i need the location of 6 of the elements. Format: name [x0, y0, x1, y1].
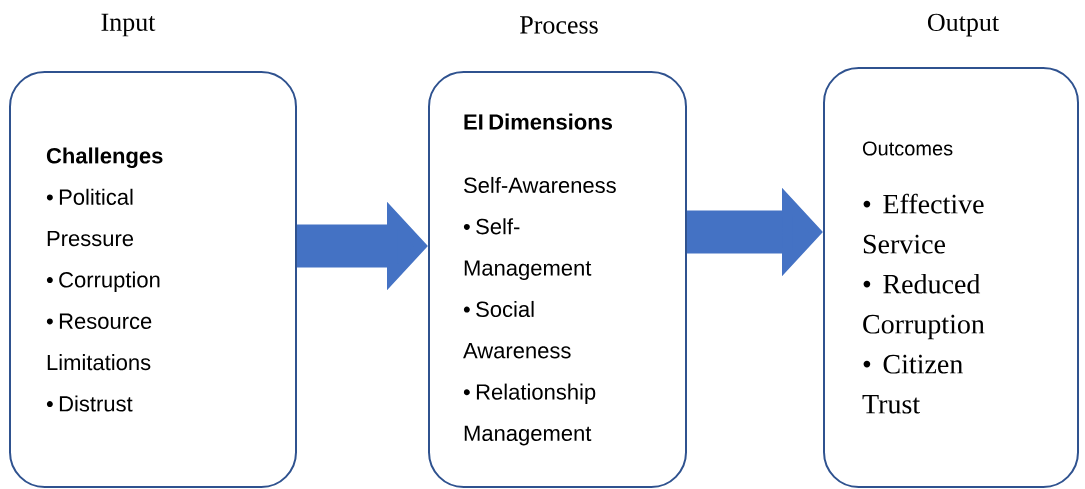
process-box: Outcomes • Effective Service • Reduced Corruption • Citizen Trust — [823, 67, 1079, 488]
process-box: EI Dimensions Self-Awareness • Self-Management • Social Awareness • Relationship Management — [428, 71, 687, 488]
column-heading: Output — [927, 13, 999, 37]
column-heading: Process — [520, 16, 598, 34]
column-heading: Input — [101, 13, 156, 37]
process-box: Challenges • Political Pressure • Corruption • Resource Limitations • Distrust — [9, 71, 297, 488]
